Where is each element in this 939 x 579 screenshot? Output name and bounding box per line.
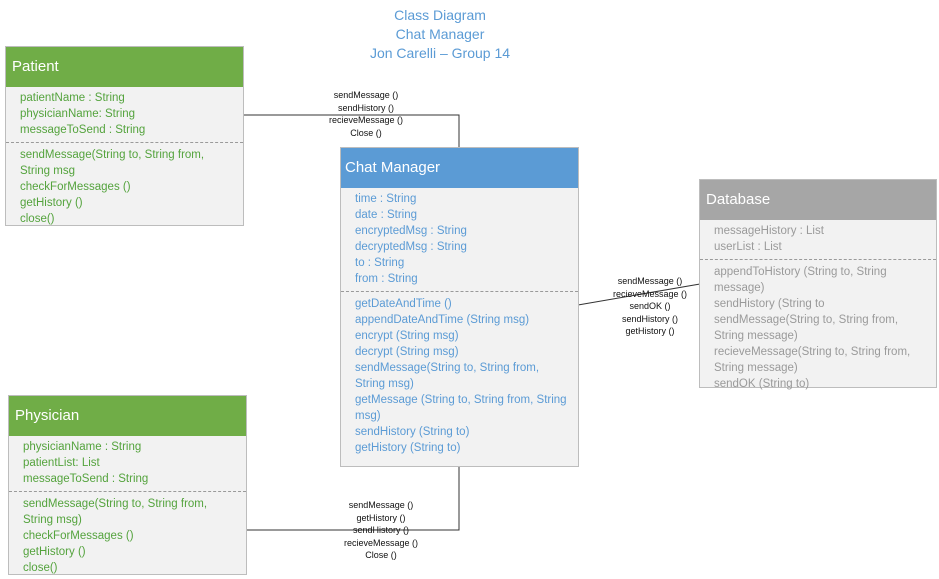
message-label: sendMessage (): [333, 90, 399, 100]
patient-chat-connector: [242, 114, 460, 147]
methods-section: getDateAndTime () appendDateAndTime (Str…: [341, 293, 578, 459]
method: getDateAndTime (): [355, 298, 452, 310]
message-label: sendOK (): [629, 301, 671, 311]
attribute: physicianName: String: [20, 108, 136, 120]
attributes-section: messageHistory : List userList : List: [700, 220, 936, 258]
method: recieveMessage(String to, String from, S…: [714, 346, 911, 374]
attribute: from : String: [355, 273, 418, 285]
method: appendDateAndTime (String msg): [355, 314, 530, 326]
attributes-section: patientName : String physicianName: Stri…: [6, 87, 243, 141]
method: sendHistory (String to): [355, 426, 470, 438]
patient-chat-messages: sendMessage () sendHistory () recieveMes…: [316, 89, 416, 139]
attribute: userList : List: [714, 241, 782, 253]
attributes-section: time : String date : String encryptedMsg…: [341, 188, 578, 290]
physician-chat-connector: [245, 466, 460, 531]
method: checkForMessages (): [23, 530, 134, 542]
physician-chat-messages: sendMessage () getHistory () sendHistory…: [331, 499, 431, 562]
method: sendMessage(String to, String from, Stri…: [355, 362, 540, 390]
method: getHistory (): [20, 197, 83, 209]
message-label: sendHistory (): [621, 313, 678, 324]
message-label: recieveMessage (): [343, 537, 419, 548]
message-label: Close (): [365, 550, 397, 560]
class-physician[interactable]: Physician physicianName : String patient…: [8, 395, 247, 575]
section-divider: [341, 291, 578, 292]
chat-database-messages: sendMessage () recieveMessage () sendOK …: [600, 275, 700, 338]
message-label: getHistory (): [625, 326, 675, 336]
attribute: date : String: [355, 209, 418, 221]
attribute: decryptedMsg : String: [355, 241, 467, 253]
attribute: time : String: [355, 193, 417, 205]
attribute: encryptedMsg : String: [355, 225, 467, 237]
class-chat-manager[interactable]: Chat Manager time : String date : String…: [340, 147, 579, 467]
class-name: Patient: [6, 47, 243, 87]
attribute: physicianName : String: [23, 441, 142, 453]
method: getHistory (): [23, 546, 86, 558]
section-divider: [9, 491, 246, 492]
method: close(): [20, 213, 55, 225]
title-line-2: Chat Manager: [395, 26, 485, 42]
message-label: recieveMessage (): [612, 288, 688, 299]
method: sendMessage(String to, String from, Stri…: [20, 149, 205, 177]
message-label: sendHistory (): [352, 525, 409, 535]
attribute: patientList: List: [23, 457, 100, 469]
section-divider: [6, 142, 243, 143]
class-name: Physician: [9, 396, 246, 436]
class-patient[interactable]: Patient patientName : String physicianNa…: [5, 46, 244, 226]
message-label: Close (): [350, 127, 382, 138]
title-line-3: Jon Carelli – Group 14: [369, 45, 511, 61]
method: encrypt (String msg): [355, 330, 459, 342]
method: sendOK (String to): [714, 378, 810, 390]
attribute: to : String: [355, 257, 405, 269]
message-label: sendMessage (): [348, 500, 414, 510]
class-name: Database: [700, 180, 936, 220]
class-database[interactable]: Database messageHistory : List userList …: [699, 179, 937, 390]
attribute: patientName : String: [20, 92, 125, 104]
attributes-section: physicianName : String patientList: List…: [9, 436, 246, 490]
attribute: messageToSend : String: [23, 473, 149, 485]
method: getMessage (String to, String from, Stri…: [355, 394, 567, 422]
methods-section: sendMessage(String to, String from, Stri…: [6, 144, 243, 230]
method: checkForMessages (): [20, 181, 131, 193]
method: decrypt (String msg): [355, 346, 459, 358]
method: appendToHistory (String to, String messa…: [714, 266, 887, 294]
method: sendHistory (String to sendMessage(Strin…: [714, 298, 899, 342]
message-label: getHistory (): [356, 512, 406, 523]
methods-section: appendToHistory (String to, String messa…: [700, 261, 936, 395]
method: getHistory (String to): [355, 442, 461, 454]
method: sendMessage(String to, String from, Stri…: [23, 498, 208, 526]
message-label: recieveMessage (): [328, 115, 404, 125]
attribute: messageHistory : List: [714, 225, 824, 237]
message-label: sendHistory (): [337, 102, 394, 113]
methods-section: sendMessage(String to, String from, Stri…: [9, 493, 246, 579]
section-divider: [700, 259, 936, 260]
message-label: sendMessage (): [617, 276, 683, 286]
attribute: messageToSend : String: [20, 124, 146, 136]
method: close(): [23, 562, 58, 574]
chat-database-connector: [577, 283, 701, 306]
class-name: Chat Manager: [341, 148, 578, 188]
title-line-1: Class Diagram: [394, 7, 486, 23]
diagram-title: Class Diagram Chat Manager Jon Carelli –…: [290, 6, 590, 63]
